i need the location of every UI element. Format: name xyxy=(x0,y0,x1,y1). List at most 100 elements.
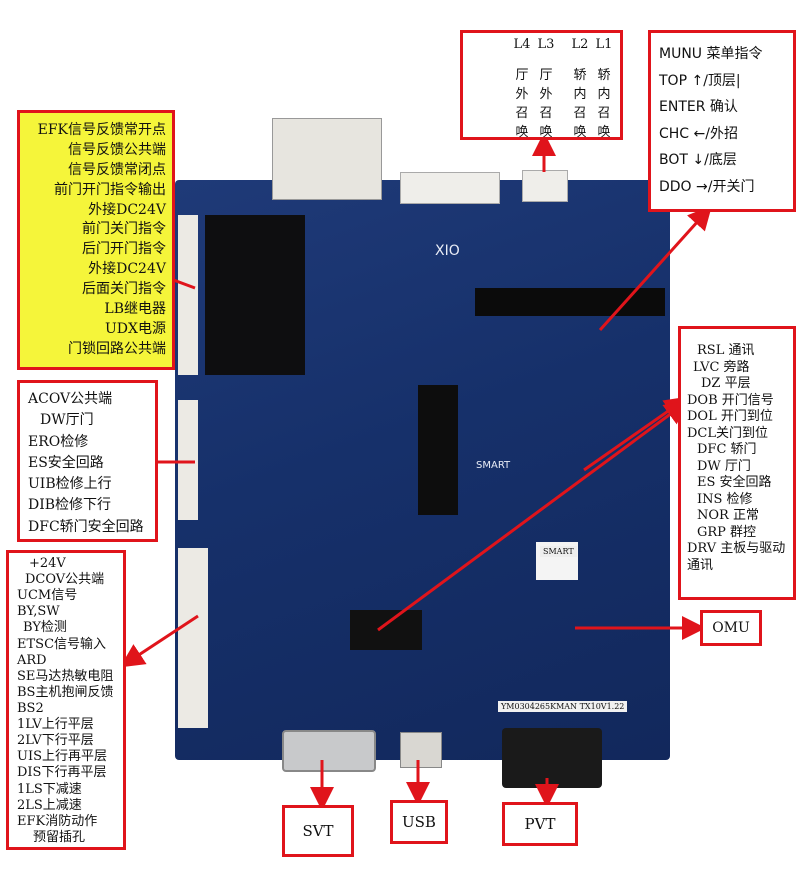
dip-chip xyxy=(350,610,422,650)
label-line: DIS下行再平层 xyxy=(17,765,107,781)
key-line: CHC ←/外招 xyxy=(659,125,738,142)
col-char: 轿 xyxy=(597,68,611,83)
col-char: 召 xyxy=(573,106,587,121)
key-line: MUNU 菜单指令 xyxy=(659,46,763,62)
top-right-label-box: MUNU 菜单指令 TOP ↑/顶层| ENTER 确认 CHC ←/外招 BO… xyxy=(648,30,796,212)
label-line: EFK信号反馈常开点 xyxy=(37,122,166,138)
key-line: BOT ↓/底层 xyxy=(659,152,737,169)
left-bottom-label-box: +24V DCOV公共端 UCM信号 BY,SW BY检测 ETSC信号输入 A… xyxy=(6,550,126,850)
label-line: DW厅门 xyxy=(40,412,94,429)
col-char: 召 xyxy=(597,106,611,121)
label-line: DRV 主板与驱动 xyxy=(687,541,786,556)
label-line: 后门开门指令 xyxy=(82,241,166,258)
main-ic xyxy=(418,385,458,515)
arrow-left-bottom xyxy=(119,614,199,668)
label-line: 后面关门指令 xyxy=(82,281,166,297)
omu-tag: OMU xyxy=(700,610,762,646)
left-connector-bottom xyxy=(178,548,208,728)
left-mid-label-box: ACOV公共端 DW厅门 ERO检修 ES安全回路 UIB检修上行 DIB检修下… xyxy=(17,380,158,542)
left-connector-mid xyxy=(178,400,198,520)
col-char: 召 xyxy=(539,106,553,121)
label-line: BY,SW xyxy=(17,604,60,620)
smart-label: SMART xyxy=(476,460,511,471)
label-line: SE马达热敏电阻 xyxy=(17,668,114,684)
key-line: ENTER 确认 xyxy=(659,99,738,116)
label-line: DW 厅门 xyxy=(697,458,751,474)
label-line: UCM信号 xyxy=(17,588,78,604)
arrow-chip-right xyxy=(377,400,689,632)
label-line: NOR 正常 xyxy=(697,508,759,523)
col-char: 轿 xyxy=(573,68,587,83)
label-line: ES 安全回路 xyxy=(697,475,772,490)
label-line: DIB检修下行 xyxy=(28,497,112,514)
label-line: +24V xyxy=(29,556,66,571)
label-line: DOB 开门信号 xyxy=(687,392,774,408)
top-connector-strip xyxy=(400,172,500,204)
label-line: ACOV公共端 xyxy=(28,391,113,407)
label-line: ETSC信号输入 xyxy=(17,636,107,652)
key-line: TOP ↑/顶层| xyxy=(659,72,741,89)
sticker-label: SMART xyxy=(540,546,577,557)
key-line: DDO →/开关门 xyxy=(659,178,755,195)
label-line: DOL 开门到位 xyxy=(687,409,773,424)
label-line: 外接DC24V xyxy=(88,201,166,218)
label-line: UIB检修上行 xyxy=(28,476,112,493)
svt-db9-port xyxy=(282,730,376,772)
header-l4: L4 xyxy=(513,37,531,52)
label-line: 前门开门指令输出 xyxy=(54,181,166,198)
col-char: 唤 xyxy=(573,125,587,140)
label-line: UDX电源 xyxy=(105,320,166,337)
label-line: 信号反馈公共端 xyxy=(68,141,166,158)
label-line: 1LV上行平层 xyxy=(17,717,94,733)
arrow-top-right xyxy=(598,205,713,332)
col-char: 外 xyxy=(515,87,529,102)
label-line: 信号反馈常闭点 xyxy=(68,161,166,178)
header-l1: L1 xyxy=(595,37,613,52)
label-line: DFC 轿门 xyxy=(697,442,757,457)
label-line: 门锁回路公共端 xyxy=(68,340,166,357)
label-line: LVC 旁路 xyxy=(693,359,750,375)
col-char: 唤 xyxy=(539,125,553,140)
label-line: UIS上行再平层 xyxy=(17,749,107,765)
label-line: 预留插孔 xyxy=(33,829,86,845)
left-top-label-box: EFK信号反馈常开点 信号反馈公共端 信号反馈常闭点 前门开门指令输出 外接DC… xyxy=(17,110,175,370)
label-line: DCL关门到位 xyxy=(687,425,769,441)
xio-label: XIO xyxy=(435,243,460,259)
relay-block xyxy=(205,215,305,375)
label-line: BS主机抱闸反馈 xyxy=(17,684,114,700)
label-line: ERO检修 xyxy=(28,433,89,450)
col-char: 内 xyxy=(573,87,587,102)
label-line: ES安全回路 xyxy=(28,454,104,471)
left-connector-top xyxy=(178,215,198,375)
label-line: DFC轿门安全回路 xyxy=(28,518,144,535)
col-char: 召 xyxy=(515,106,529,121)
label-line: INS 检修 xyxy=(697,491,753,507)
header-l3: L3 xyxy=(537,37,555,52)
top-terminal-connector xyxy=(272,118,382,200)
label-line: 前门关门指令 xyxy=(82,221,166,238)
header-l2: L2 xyxy=(571,37,589,52)
label-line: DCOV公共端 xyxy=(25,572,105,588)
col-char: 内 xyxy=(597,87,611,102)
barcode-label: YM0304265KMAN TX10V1.22 xyxy=(498,701,628,712)
col-char: 唤 xyxy=(597,125,611,140)
label-line: RSL 通讯 xyxy=(697,343,755,358)
label-line: 1LS下减速 xyxy=(17,781,82,797)
label-line: ARD xyxy=(17,652,47,668)
usb-tag: USB xyxy=(390,800,448,844)
right-label-box: RSL 通讯 LVC 旁路 DZ 平层 DOB 开门信号 DOL 开门到位 DC… xyxy=(678,326,796,600)
label-line: GRP 群控 xyxy=(697,524,757,540)
label-line: 通讯 xyxy=(687,557,714,573)
label-line: 2LV下行平层 xyxy=(17,733,94,749)
label-line: BY检测 xyxy=(23,620,67,636)
label-line: 2LS上减速 xyxy=(17,797,82,813)
pvt-port xyxy=(502,728,602,788)
pvt-tag: PVT xyxy=(502,802,578,846)
arrow-right xyxy=(583,396,689,472)
label-line: DZ 平层 xyxy=(701,376,751,391)
label-line: BS2 xyxy=(17,700,44,716)
label-line: 外接DC24V xyxy=(88,261,166,278)
svt-tag: SVT xyxy=(282,805,354,857)
col-char: 厅 xyxy=(539,68,553,83)
